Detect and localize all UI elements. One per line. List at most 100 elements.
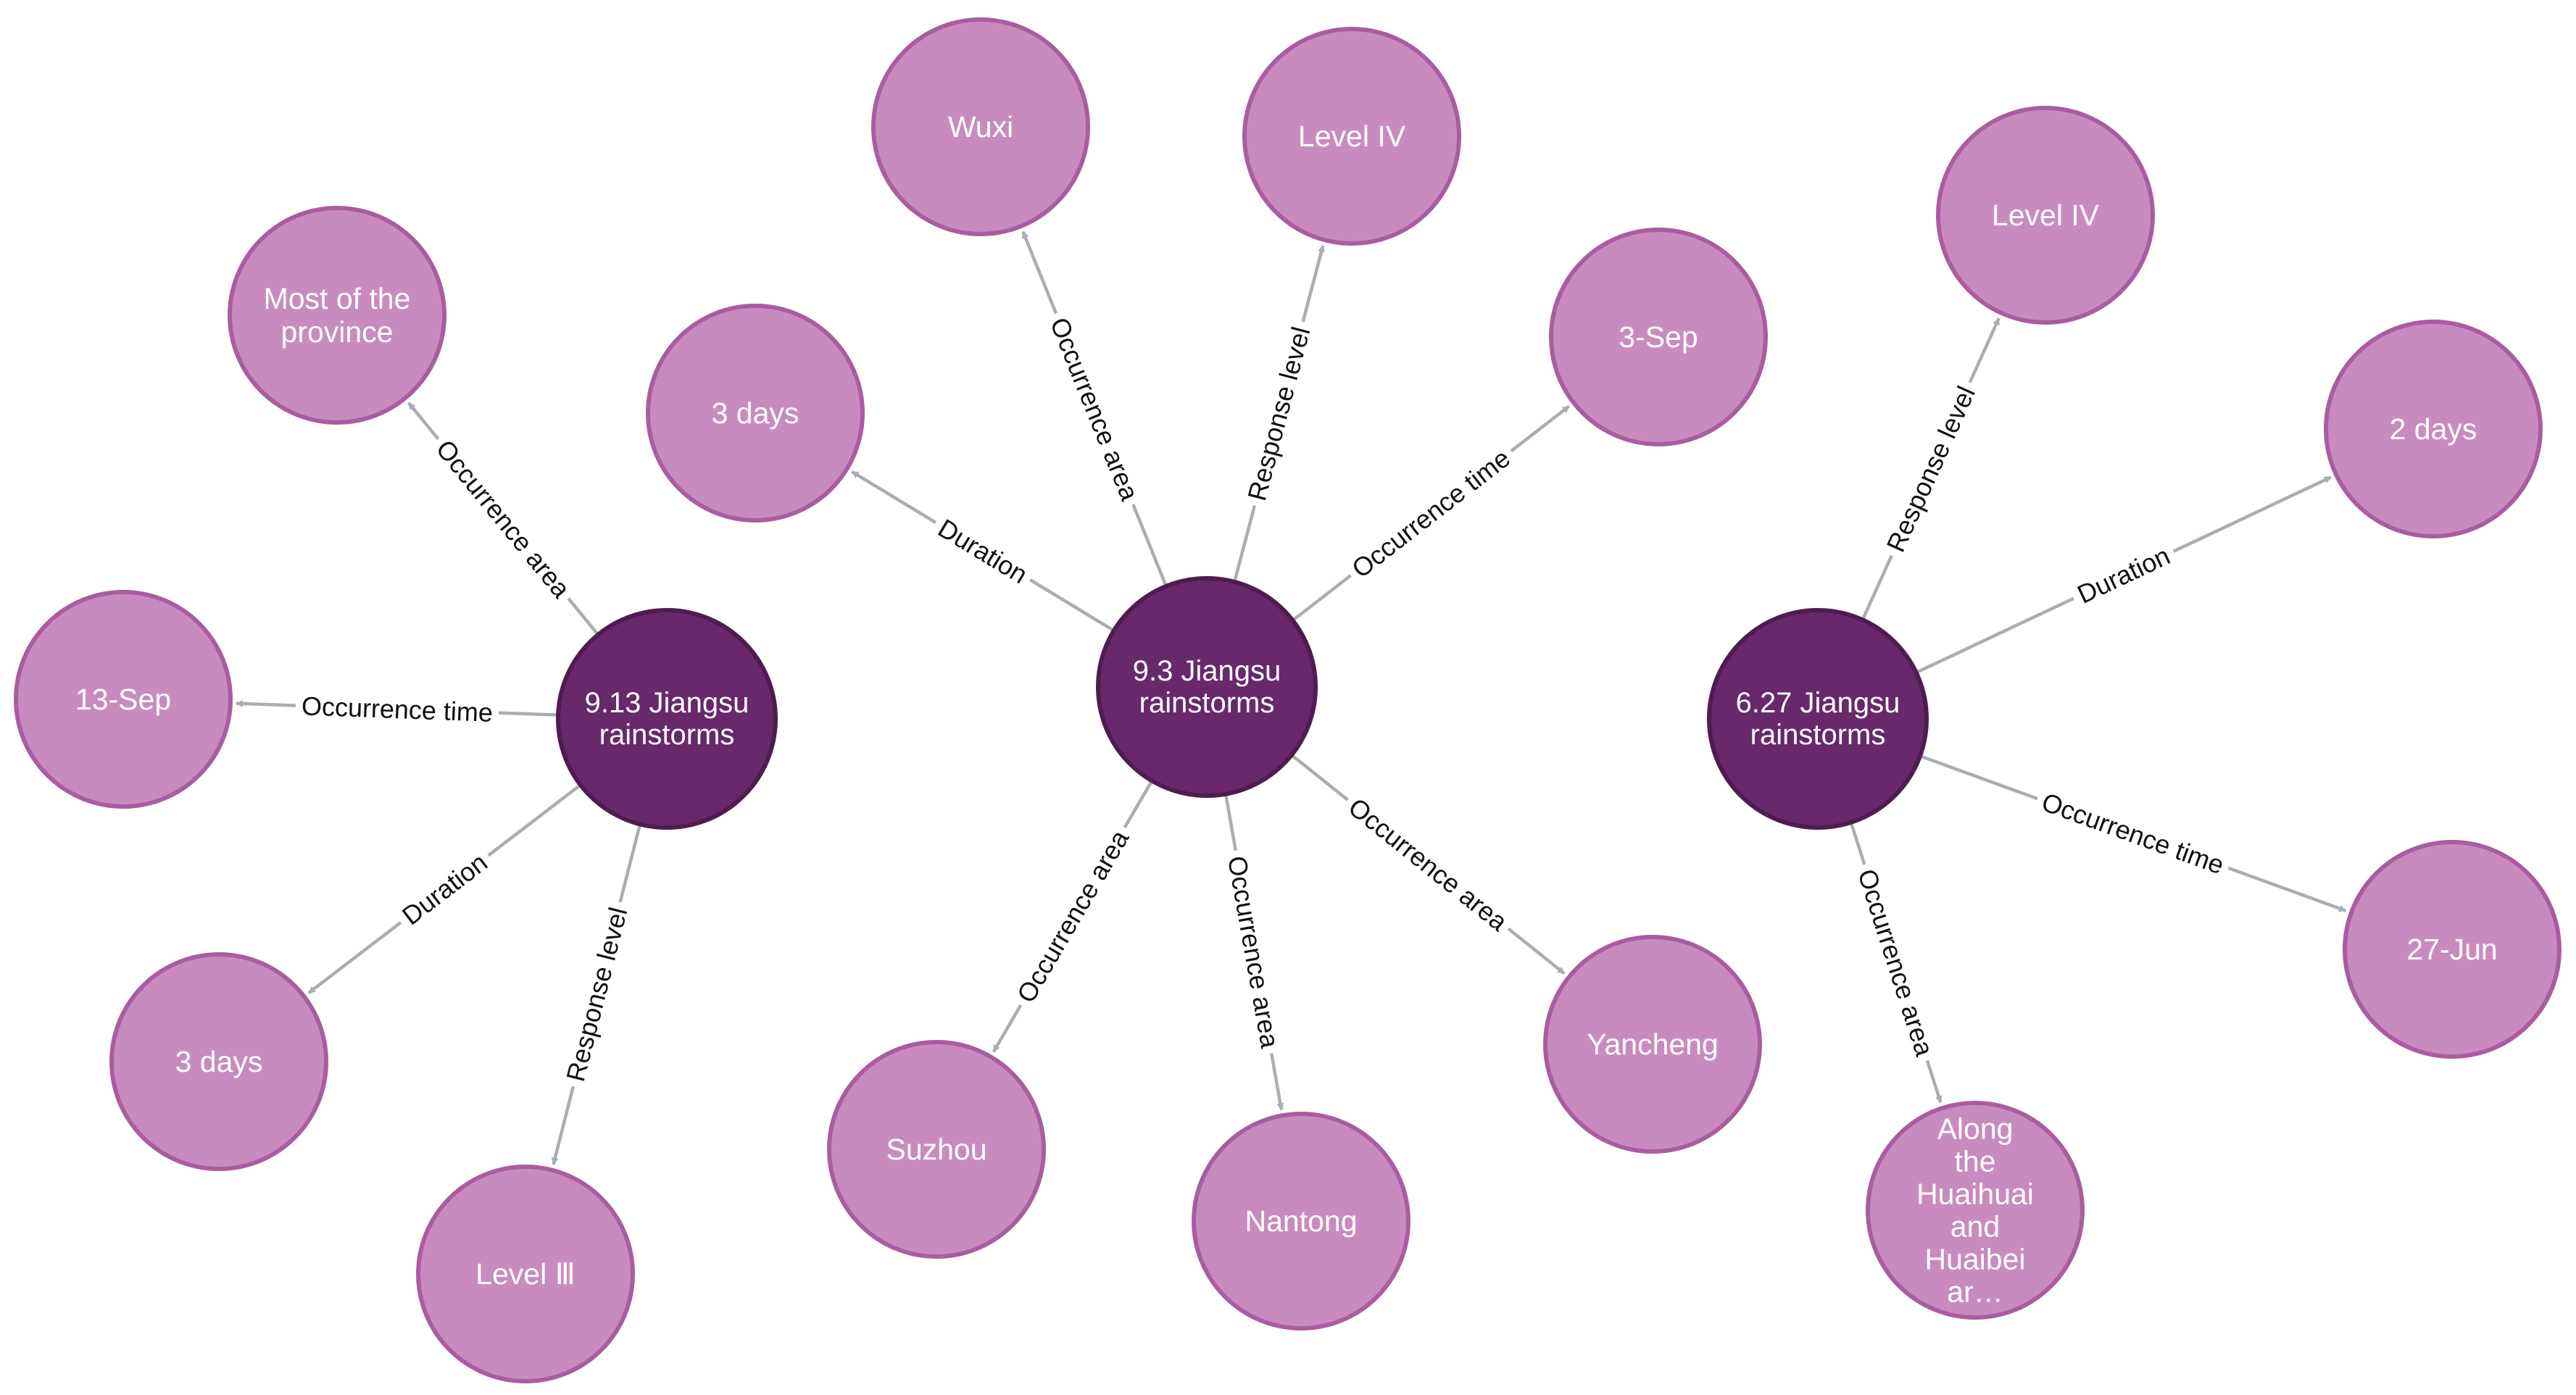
edge-c93-days3b: Duration xyxy=(851,470,1115,633)
attribute-node-sep3[interactable]: 3-Sep xyxy=(1549,228,1768,446)
node-label-line: and xyxy=(1950,1210,2000,1244)
node-circle[interactable] xyxy=(827,1040,1046,1259)
attribute-node-nantong[interactable]: Nantong xyxy=(1192,1112,1410,1331)
edge-c913-sep13: Occurrence time xyxy=(235,688,559,730)
attribute-node-level4b[interactable]: Level IV xyxy=(1936,106,2155,325)
edge-label-text: Response level xyxy=(1880,382,1981,557)
edge-label-background xyxy=(295,688,499,730)
edge-label-background xyxy=(1237,317,1320,510)
edge-label-background xyxy=(1005,818,1140,1015)
edge-c913-level3: Response level xyxy=(551,823,642,1165)
edge-c93-sep3: Occurrence time xyxy=(1292,404,1571,622)
attribute-node-level3[interactable]: Level Ⅲ xyxy=(416,1165,635,1383)
edge-label-occurrence-area: Occurrence area xyxy=(1005,818,1140,1015)
edge-label-occurrence-area: Occurrence area xyxy=(1218,847,1289,1057)
edge-label-text: Duration xyxy=(396,847,493,930)
node-label-line: 3 days xyxy=(712,396,799,430)
edge-label-occurrence-area: Occurrence area xyxy=(1337,786,1520,943)
node-label-line: 2 days xyxy=(2390,412,2477,446)
attribute-node-level4a[interactable]: Level IV xyxy=(1242,27,1461,246)
attribute-node-wuxi[interactable]: Wuxi xyxy=(871,17,1090,236)
node-label-line: Yancheng xyxy=(1587,1028,1719,1061)
attribute-node-sep13[interactable]: 13-Sep xyxy=(14,590,233,809)
edge-label-background xyxy=(1339,437,1522,590)
edge-label-duration: Duration xyxy=(2066,536,2181,615)
edge-c93-wuxi: Occurrence area xyxy=(1021,230,1168,587)
edge-label-text: Occurrence area xyxy=(1044,313,1145,505)
node-circle[interactable] xyxy=(1936,106,2155,325)
edge-label-occurrence-area: Occurrence area xyxy=(424,428,582,610)
attribute-node-days3b[interactable]: 3 days xyxy=(646,304,865,522)
node-circle[interactable] xyxy=(556,608,778,830)
attribute-node-days3a[interactable]: 3 days xyxy=(109,952,328,1171)
node-label-line: Level IV xyxy=(1298,120,1406,153)
edge-label-occurrence-time: Occurrence time xyxy=(295,688,499,730)
node-label-line: Suzhou xyxy=(886,1133,986,1166)
node-label-line: Huaibei xyxy=(1924,1243,2025,1276)
edge-label-response-level: Response level xyxy=(556,898,637,1091)
node-label-line: Huaihuai xyxy=(1916,1178,2034,1211)
node-circle[interactable] xyxy=(416,1165,635,1383)
node-label-line: the xyxy=(1955,1145,1996,1178)
edge-c627-level4b: Response level xyxy=(1861,317,2000,621)
edge-label-text: Occurrence time xyxy=(301,691,493,727)
attribute-node-huai[interactable]: AlongtheHuaihuaiandHuaibeiar… xyxy=(1866,1101,2085,1320)
node-circle[interactable] xyxy=(1242,27,1461,246)
edge-c93-yancheng: Occurrence area xyxy=(1290,754,1566,975)
node-circle[interactable] xyxy=(1543,935,1762,1154)
node-label-line: 6.27 Jiangsu xyxy=(1736,687,1900,719)
node-label-line: 13-Sep xyxy=(75,683,171,716)
edge-c913-most: Occurrence area xyxy=(407,401,599,636)
node-label-line: 3 days xyxy=(175,1045,263,1078)
node-label-line: Along xyxy=(1937,1112,2014,1146)
attribute-node-suzhou[interactable]: Suzhou xyxy=(827,1040,1046,1259)
node-circle[interactable] xyxy=(1192,1112,1410,1331)
edge-label-background xyxy=(2066,536,2181,615)
edge-label-text: Occurrence area xyxy=(1852,865,1940,1060)
node-label-line: Level IV xyxy=(1992,199,2100,232)
node-label-line: 9.3 Jiangsu xyxy=(1133,655,1281,687)
node-circle[interactable] xyxy=(2343,840,2562,1059)
edge-label-text: Duration xyxy=(933,513,1033,590)
node-circle[interactable] xyxy=(1866,1101,2085,1320)
node-circle[interactable] xyxy=(1707,608,1929,830)
edge-label-text: Occurrence area xyxy=(1011,824,1135,1007)
node-circle[interactable] xyxy=(109,952,328,1171)
node-label-line: rainstorms xyxy=(1139,687,1275,719)
node-label-line: 9.13 Jiangsu xyxy=(585,687,749,719)
edge-label-occurrence-time: Occurrence time xyxy=(2031,782,2235,885)
edge-c93-suzhou: Occurrence area xyxy=(992,780,1154,1053)
edge-label-duration: Duration xyxy=(926,507,1039,595)
edge-label-background xyxy=(2031,782,2235,885)
node-circle[interactable] xyxy=(228,206,446,425)
edge-label-text: Occurrence area xyxy=(1222,854,1285,1051)
node-label-line: ar… xyxy=(1947,1275,2003,1309)
node-label-line: 3-Sep xyxy=(1619,320,1698,354)
node-circle[interactable] xyxy=(646,304,865,522)
node-label-line: 27-Jun xyxy=(2406,933,2497,966)
node-circle[interactable] xyxy=(2324,320,2543,538)
node-label-line: Nantong xyxy=(1245,1204,1357,1238)
node-circle[interactable] xyxy=(1549,228,1768,446)
edge-label-background xyxy=(390,841,499,936)
edge-label-occurrence-time: Occurrence time xyxy=(1339,437,1522,590)
node-circle[interactable] xyxy=(14,590,233,809)
node-circle[interactable] xyxy=(871,17,1090,236)
attribute-node-jun27[interactable]: 27-Jun xyxy=(2343,840,2562,1059)
edge-c913-days3a: Duration xyxy=(307,783,582,994)
attribute-node-days2[interactable]: 2 days xyxy=(2324,320,2543,538)
edge-label-text: Occurrence time xyxy=(1346,443,1516,583)
edge-label-response-level: Response level xyxy=(1875,375,1986,563)
edge-label-background xyxy=(1337,786,1520,943)
node-circle[interactable] xyxy=(1096,576,1318,798)
node-label-line: Most of the xyxy=(264,282,411,315)
edge-c627-days2: Duration xyxy=(1915,475,2332,675)
attribute-node-yancheng[interactable]: Yancheng xyxy=(1543,935,1762,1154)
edge-label-occurrence-area: Occurrence area xyxy=(1848,859,1944,1066)
edge-c93-nantong: Occurrence area xyxy=(1218,794,1289,1111)
